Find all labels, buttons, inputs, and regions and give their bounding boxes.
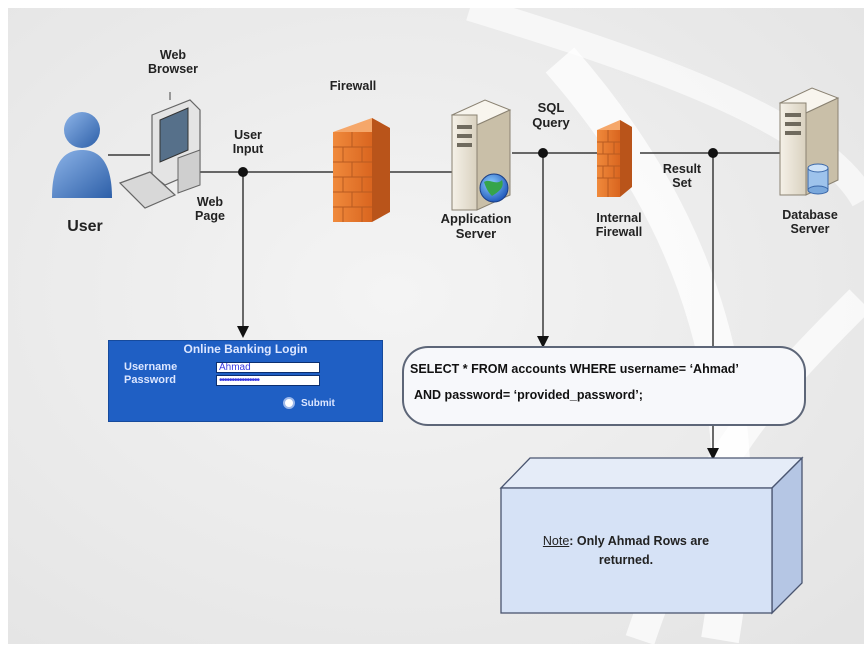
application-server-label: Application Server [440, 211, 512, 241]
junction-dots [238, 148, 718, 177]
password-label: Password [124, 374, 176, 386]
submit-label: Submit [301, 397, 335, 409]
database-server-icon [778, 87, 840, 196]
note-body: : Only Ahmad Rows are returned. [569, 534, 710, 568]
internal-firewall-label: Internal Firewall [595, 211, 643, 240]
radio-icon [283, 397, 295, 409]
firewall-label: Firewall [329, 79, 377, 93]
user-icon [52, 112, 112, 198]
password-field[interactable]: •••••••••••••••• [216, 375, 320, 386]
sql-query-box: SELECT * FROM accounts WHERE username= ‘… [402, 346, 806, 426]
background-swoosh [466, 0, 867, 207]
note-text: Note: Only Ahmad Rows are returned. [516, 532, 736, 571]
arrow-heads [237, 326, 719, 460]
database-server-label: Database Server [782, 208, 838, 237]
internal-firewall-icon [597, 120, 632, 197]
web-page-label: Web Page [195, 195, 225, 224]
firewall-icon [333, 118, 390, 222]
user-input-label: User Input [232, 128, 264, 157]
globe-icon [479, 173, 509, 203]
sql-query-label: SQL Query [532, 100, 570, 130]
login-title: Online Banking Login [183, 342, 308, 356]
username-label: Username [124, 361, 178, 373]
web-browser-label: Web Browser [147, 48, 199, 77]
result-box [499, 456, 804, 615]
user-label: User [67, 218, 103, 235]
query-line-2: AND password= ‘provided_password’; [414, 388, 643, 402]
query-line-1: SELECT * FROM accounts WHERE username= ‘… [410, 362, 739, 376]
note-key: Note [542, 534, 570, 548]
database-cylinder-icon [807, 163, 829, 195]
username-field[interactable]: Ahmad [216, 362, 320, 373]
computer-icon [118, 92, 201, 209]
login-form: Online Banking Login Username Ahmad Pass… [108, 340, 383, 422]
submit-button[interactable]: Submit [283, 397, 335, 409]
result-set-label: Result Set [662, 162, 702, 191]
connection-lines [108, 152, 780, 452]
